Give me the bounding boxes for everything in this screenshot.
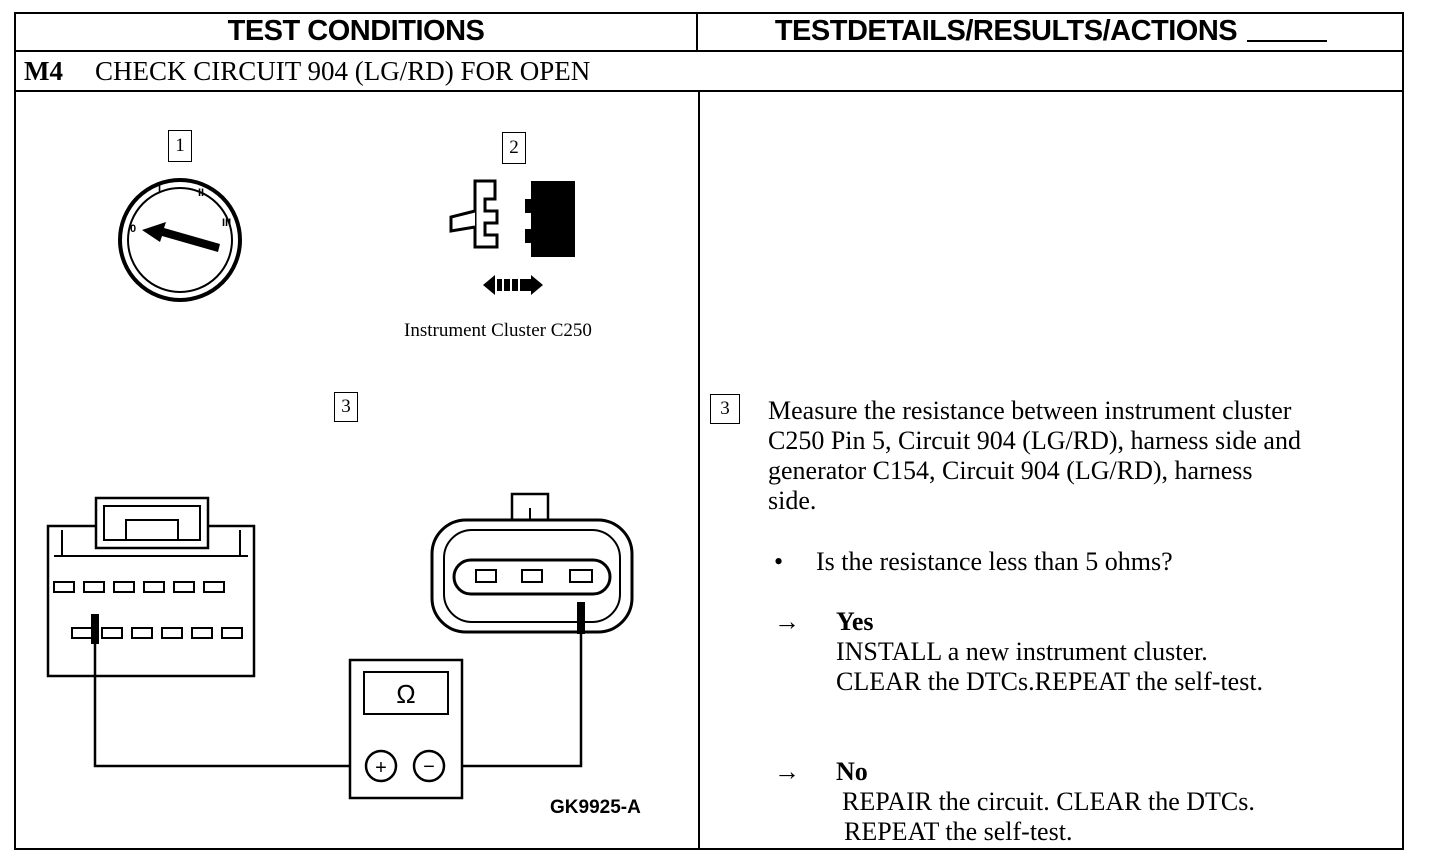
ignition-switch-icon: 0 I II III <box>118 178 242 302</box>
column-divider <box>698 90 700 850</box>
header-test-conditions: TEST CONDITIONS <box>14 12 698 52</box>
ohmmeter-icon: Ω + − <box>348 658 464 800</box>
key-position-0: 0 <box>130 223 136 235</box>
instruction-line: C250 Pin 5, Circuit 904 (LG/RD), harness… <box>768 426 1301 455</box>
instruction-line: side. <box>768 486 817 515</box>
figure-label-2: 2 <box>502 132 526 164</box>
yes-result: Yes INSTALL a new instrument cluster. CL… <box>836 607 1263 697</box>
step-id: M4 <box>24 56 63 86</box>
header-test-details-label: TESTDETAILS/RESULTS/ACTIONS <box>774 14 1238 47</box>
instruction-text: Measure the resistance between instrumen… <box>768 396 1398 516</box>
yes-action-line: CLEAR the DTCs.REPEAT the self-test. <box>836 667 1264 696</box>
wiring-diagram: Ω + − <box>46 492 634 800</box>
step-divider <box>14 90 1404 92</box>
figure-label-1: 1 <box>168 130 192 162</box>
table-frame <box>14 12 1404 850</box>
key-position-1: I <box>158 183 161 195</box>
yes-label: Yes <box>836 607 874 636</box>
yes-action-line: INSTALL a new instrument cluster. <box>836 637 1208 666</box>
connector-disconnect-icon <box>449 179 575 295</box>
details-step-number: 3 <box>710 394 740 424</box>
no-action-line: REPAIR the circuit. CLEAR the DTCs. <box>842 787 1255 816</box>
question-text: Is the resistance less than 5 ohms? <box>816 547 1173 576</box>
no-result: No REPAIR the circuit. CLEAR the DTCs. R… <box>836 757 1255 847</box>
header-divider <box>696 12 698 52</box>
question-bullet: • <box>774 547 784 576</box>
no-arrow: → <box>774 757 800 786</box>
connector-caption: Instrument Cluster C250 <box>404 320 592 341</box>
generator-connector-icon <box>430 492 634 634</box>
yes-arrow: → <box>774 607 800 636</box>
header-underline <box>1247 20 1328 42</box>
header-test-details: TESTDETAILS/RESULTS/ACTIONS <box>698 12 1404 52</box>
meter-minus: − <box>423 756 435 778</box>
meter-symbol: Ω <box>396 679 415 709</box>
meter-plus: + <box>375 757 387 779</box>
instruction-line: generator C154, Circuit 904 (LG/RD), har… <box>768 456 1253 485</box>
cluster-connector-icon <box>46 496 256 678</box>
step-title-text: CHECK CIRCUIT 904 (LG/RD) FOR OPEN <box>94 56 591 86</box>
instruction-line: Measure the resistance between instrumen… <box>768 396 1292 425</box>
key-position-3: III <box>222 217 231 229</box>
figure-id: GK9925-A <box>550 797 641 818</box>
no-label: No <box>836 757 868 786</box>
no-action-line: REPEAT the self-test. <box>844 817 1073 846</box>
figure-label-3: 3 <box>334 392 358 422</box>
key-position-2: II <box>198 187 204 199</box>
step-title: M4 CHECK CIRCUIT 904 (LG/RD) FOR OPEN <box>24 56 590 87</box>
